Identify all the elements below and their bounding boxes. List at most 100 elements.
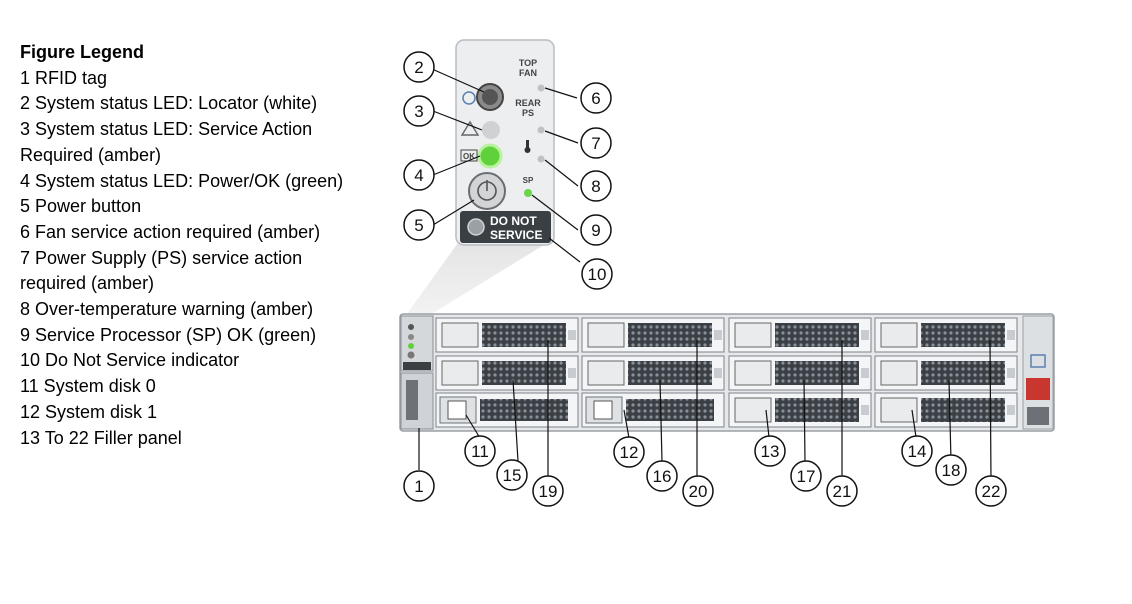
filler-latch	[441, 322, 479, 348]
callout-13: 13	[754, 435, 786, 467]
callout-5: 5	[403, 209, 435, 241]
callout-number: 2	[414, 58, 423, 77]
callout-20: 20	[682, 475, 714, 507]
callout-12: 12	[613, 436, 645, 468]
legend-item: 3 System status LED: Service Action Requ…	[20, 119, 313, 165]
drive-bay	[728, 392, 872, 428]
filler-vent	[775, 398, 859, 422]
sp-ok-led	[524, 189, 532, 197]
legend-item: 4 System status LED: Power/OK (green)	[20, 170, 344, 191]
figure-legend: Figure Legend 1 RFID tag 2 System status…	[20, 40, 360, 451]
callout-number: 19	[539, 482, 558, 501]
legend-item: 9 Service Processor (SP) OK (green)	[20, 324, 317, 345]
callout-number: 8	[591, 177, 600, 196]
rear-ps-label: REAR	[515, 98, 541, 108]
do-not-label: DO NOT	[490, 214, 537, 228]
callout-number: 17	[797, 467, 816, 486]
callout-8: 8	[580, 170, 612, 202]
filler-vent	[628, 361, 712, 385]
filler-vent	[482, 323, 566, 347]
callout-number: 11	[471, 442, 489, 461]
legend-item: 12 System disk 1	[20, 401, 158, 422]
thermometer-icon	[526, 140, 529, 149]
legend-item: 8 Over-temperature warning (amber)	[20, 299, 314, 320]
callout-number: 1	[414, 477, 423, 496]
legend-item: 2 System status LED: Locator (white)	[20, 93, 318, 114]
callout-number: 20	[689, 482, 708, 501]
brand-label	[1026, 378, 1050, 400]
callout-number: 14	[908, 442, 927, 461]
callout-1: 1	[403, 470, 435, 502]
callout-number: 4	[414, 166, 423, 185]
callout-10: 10	[581, 258, 613, 290]
service-action-led	[482, 121, 500, 139]
chassis-dns	[403, 362, 431, 370]
filler-latch	[734, 322, 772, 348]
callout-22: 22	[975, 475, 1007, 507]
drive-bay	[435, 355, 579, 391]
drive-bay	[874, 317, 1018, 353]
callout-11: 11	[464, 435, 496, 467]
rfid-pull-tab	[406, 380, 418, 420]
drive-bay	[435, 317, 579, 353]
callout-number: 21	[833, 482, 852, 501]
drive-bay	[874, 355, 1018, 391]
drive-bay	[874, 392, 1018, 428]
legend-item: 13 To 22 Filler panel	[20, 427, 182, 448]
sp-label: SP	[523, 176, 534, 185]
leader-lines	[418, 68, 992, 481]
do-not-service-led	[467, 218, 485, 236]
legend-item: 7 Power Supply (PS) service action requi…	[20, 247, 303, 294]
filler-latch	[880, 360, 918, 386]
filler-latch	[880, 322, 918, 348]
callout-19: 19	[532, 475, 564, 507]
filler-latch	[587, 360, 625, 386]
drive-bay	[728, 317, 872, 353]
drive-bay	[728, 355, 872, 391]
legend-item: 5 Power button	[20, 196, 142, 217]
callout-number: 3	[414, 102, 423, 121]
ps-service-led	[537, 126, 545, 134]
callout-number: 13	[761, 442, 780, 461]
callout-2: 2	[403, 51, 435, 83]
callout-17: 17	[790, 460, 822, 492]
callout-number: 9	[591, 221, 600, 240]
top-fan-label: TOP	[519, 58, 537, 68]
filler-latch	[880, 397, 918, 423]
power-ok-led	[477, 143, 503, 169]
filler-latch	[734, 397, 772, 423]
callout-number: 5	[414, 216, 423, 235]
callout-number: 15	[503, 466, 522, 485]
callout-number: 10	[588, 265, 607, 284]
callout-16: 16	[646, 460, 678, 492]
callout-18: 18	[935, 454, 967, 486]
filler-latch	[441, 360, 479, 386]
zoom-projection	[404, 240, 552, 318]
legend-item: 10 Do Not Service indicator	[20, 350, 240, 371]
legend-item: 1 RFID tag	[20, 67, 108, 88]
callout-number: 12	[620, 443, 639, 462]
locator-led	[482, 89, 498, 105]
left-ear-panel	[400, 315, 434, 372]
callout-7: 7	[580, 127, 612, 159]
model-label	[1027, 407, 1049, 425]
callout-3: 3	[403, 95, 435, 127]
right-ear-logo	[1030, 354, 1046, 368]
callout-number: 22	[982, 482, 1001, 501]
callout-14: 14	[901, 435, 933, 467]
warning-icon	[460, 120, 480, 136]
rear-ps-label-2: PS	[522, 108, 534, 118]
server-chassis	[399, 313, 1055, 432]
filler-vent	[775, 323, 859, 347]
filler-latch	[587, 322, 625, 348]
ok-label: OK	[463, 152, 475, 161]
disk-vent	[626, 399, 714, 421]
callout-21: 21	[826, 475, 858, 507]
callout-4: 4	[403, 159, 435, 191]
drive-bay	[435, 392, 579, 428]
filler-vent	[921, 398, 1005, 422]
status-panel-zoom: OK TOP FAN REAR PS SP DO NOT SERVICE	[455, 39, 555, 246]
filler-latch	[734, 360, 772, 386]
callout-6: 6	[580, 82, 612, 114]
